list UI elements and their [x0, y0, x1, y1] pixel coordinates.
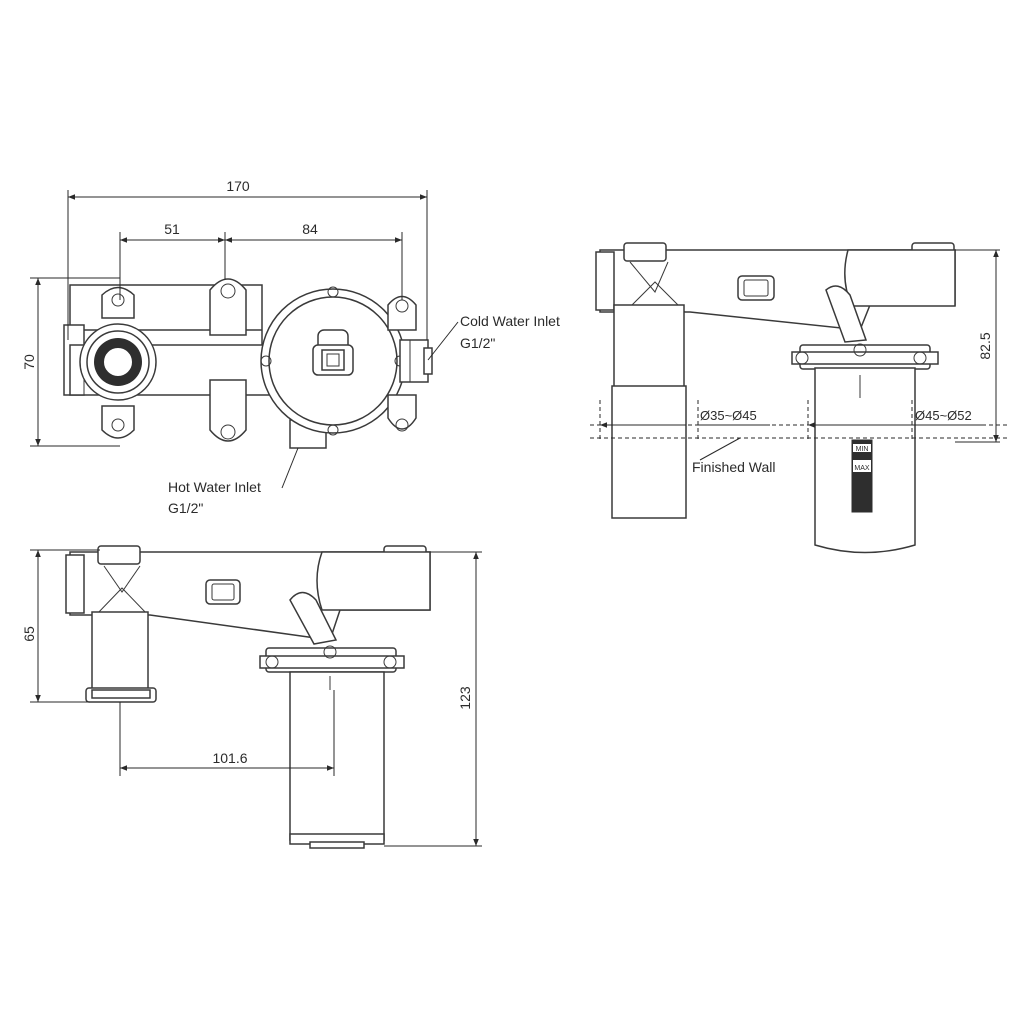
bottom-view: [65, 545, 431, 849]
front-dimensions: [30, 190, 459, 489]
hot-inlet-label: Hot Water Inlet: [168, 479, 261, 495]
dim-70: 70: [21, 354, 37, 370]
dim-tube-diameter: Ø35~Ø45: [700, 408, 757, 423]
dim-101-6: 101.6: [212, 750, 247, 766]
front-view: [63, 278, 433, 449]
dim-123: 123: [457, 686, 473, 710]
cold-inlet-label: Cold Water Inlet: [460, 313, 560, 329]
side-view: [595, 242, 956, 554]
finished-wall-label: Finished Wall: [692, 459, 776, 475]
side-dimensions: [590, 249, 1010, 461]
min-mark: MIN: [856, 446, 869, 453]
dim-51: 51: [164, 221, 180, 237]
cold-inlet-thread: G1/2": [460, 335, 495, 351]
hot-inlet-thread: G1/2": [168, 500, 203, 516]
bottom-dimensions: [30, 549, 482, 847]
dim-84: 84: [302, 221, 318, 237]
dim-65: 65: [21, 626, 37, 642]
dim-cartridge-diameter: Ø45~Ø52: [915, 408, 972, 423]
dim-82-5: 82.5: [977, 332, 993, 359]
max-mark: MAX: [854, 465, 870, 472]
dim-170: 170: [226, 178, 250, 194]
